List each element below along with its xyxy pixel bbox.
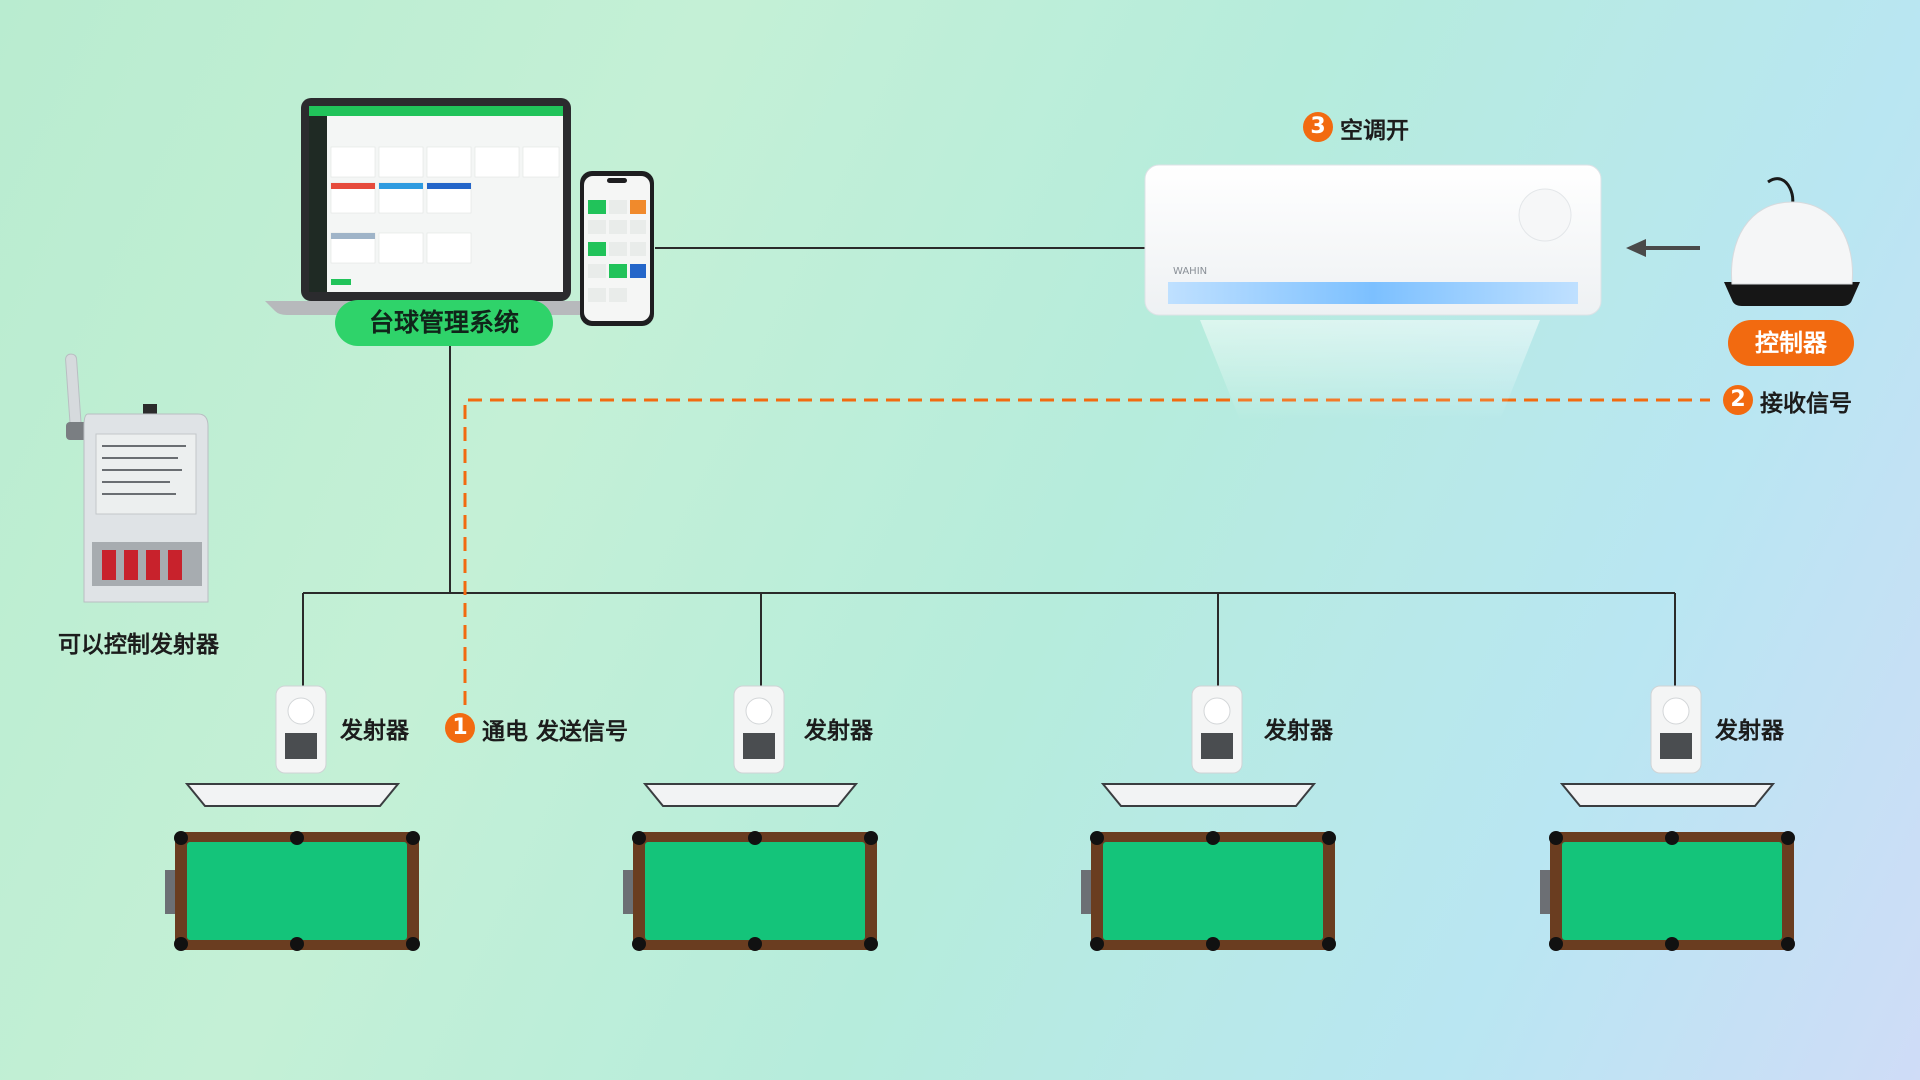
emitter-label-3: 发射器 — [1264, 718, 1333, 744]
switch-device-label: 可以控制发射器 — [58, 632, 219, 658]
step-3-label: 空调开 — [1340, 118, 1409, 144]
signal-dashed-line — [463, 398, 1710, 705]
emitter-1 — [275, 685, 327, 774]
emitter-label-2: 发射器 — [804, 718, 873, 744]
pool-table-1 — [165, 831, 420, 951]
emitter-2 — [733, 685, 785, 774]
controller-label: 控制器 — [1728, 320, 1854, 366]
controller-device — [1724, 177, 1860, 306]
pool-table-3 — [1081, 831, 1336, 951]
step-1-label: 通电 发送信号 — [482, 719, 629, 745]
table-lamp-1 — [185, 783, 400, 807]
system-label: 台球管理系统 — [335, 300, 553, 346]
table-lamp-2 — [643, 783, 858, 807]
laptop — [265, 98, 605, 315]
billiard-unit-4 — [1540, 680, 1800, 960]
emitter-label-1: 发射器 — [340, 718, 409, 744]
switch-device — [65, 353, 209, 603]
air-conditioner: WAHIN — [1144, 164, 1602, 420]
step-2-label: 接收信号 — [1760, 391, 1852, 417]
step-1-number: 1 — [445, 713, 475, 743]
pool-table-4 — [1540, 831, 1795, 951]
controller-arrow-head — [1626, 239, 1646, 257]
pool-table-2 — [623, 831, 878, 951]
billiard-unit-1 — [165, 680, 425, 960]
table-lamp-4 — [1560, 783, 1775, 807]
step-3-number: 3 — [1303, 112, 1333, 142]
table-lamp-3 — [1101, 783, 1316, 807]
billiard-unit-3 — [1081, 680, 1341, 960]
emitter-4 — [1650, 685, 1702, 774]
billiard-unit-2 — [623, 680, 883, 960]
ac-brand: WAHIN — [1173, 266, 1207, 277]
emitter-label-4: 发射器 — [1715, 718, 1784, 744]
emitter-3 — [1191, 685, 1243, 774]
step-2-number: 2 — [1723, 385, 1753, 415]
phone — [580, 171, 654, 326]
